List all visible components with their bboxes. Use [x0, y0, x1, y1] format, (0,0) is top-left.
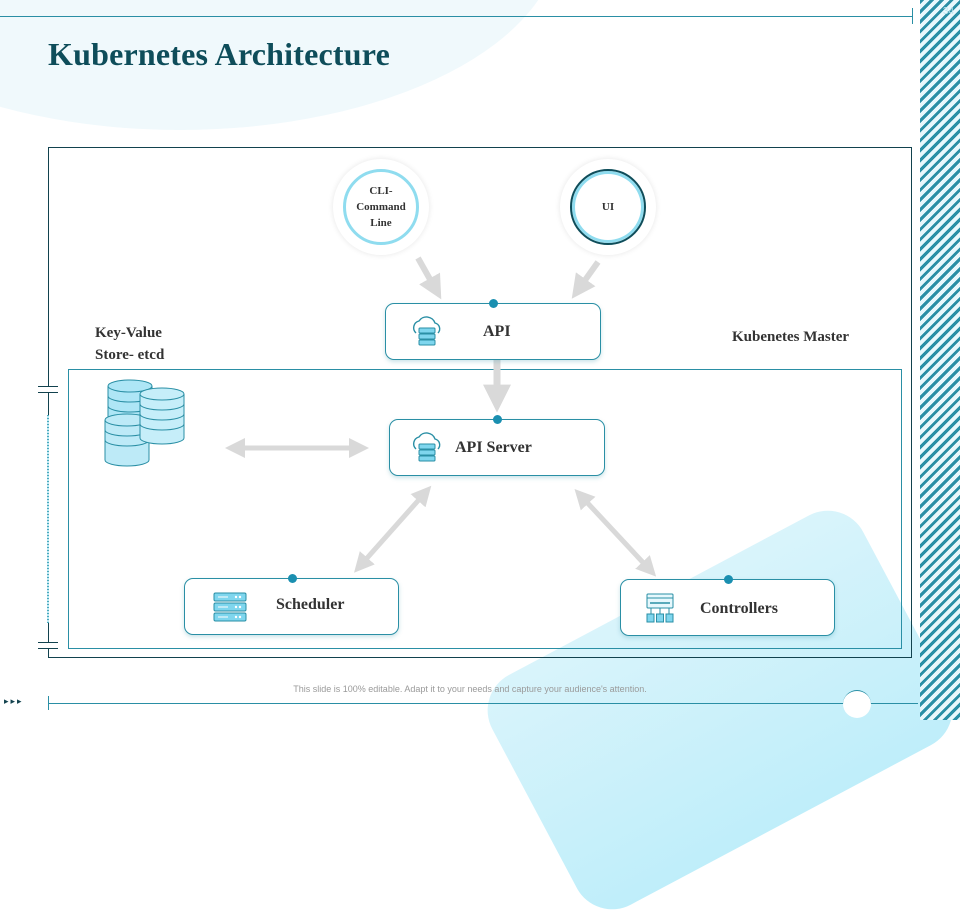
node-api-server-connector-dot: [493, 415, 502, 424]
database-stack-icon: [104, 379, 185, 467]
cloud-server-icon: [413, 432, 441, 462]
arrow-cli-to-api: [415, 256, 442, 300]
cloud-server-icon: [413, 316, 441, 346]
etcd-label-line2: Store- etcd: [95, 347, 165, 363]
client-cli-ring: CLI- Command Line: [343, 169, 419, 245]
etcd-label: Key-Value Store- etcd: [95, 322, 164, 366]
side-bracket-top: [38, 386, 58, 393]
header-rule: [0, 16, 912, 17]
node-scheduler-label: Scheduler: [276, 596, 345, 613]
cluster-boundary: [68, 369, 902, 649]
node-controllers[interactable]: Controllers: [620, 575, 835, 636]
footer-circle-ornament: [843, 690, 871, 718]
server-rack-icon: [213, 592, 247, 622]
arrow-apiserver-controllers: [574, 488, 657, 577]
connection-arrows: [224, 256, 657, 577]
page-title: Kubernetes Architecture: [48, 36, 391, 72]
etcd-label-line1: Key-Value: [95, 325, 162, 341]
node-api-server[interactable]: API Server: [389, 415, 605, 476]
client-cli-line1: CLI-: [369, 185, 393, 197]
footer-caption: This slide is 100% editable. Adapt it to…: [293, 684, 647, 694]
node-api-connector-dot: [489, 299, 498, 308]
header-rule-tick: [912, 8, 913, 24]
node-api-label: API: [483, 323, 511, 340]
client-cli-line2: Command: [356, 201, 406, 213]
client-ui[interactable]: UI: [560, 159, 656, 255]
side-bracket-bottom: [38, 642, 58, 649]
slide-number: 34: [942, 6, 954, 17]
network-hierarchy-icon: [646, 593, 674, 623]
client-ui-label: UI: [601, 201, 615, 213]
master-label: Kubenetes Master: [732, 329, 850, 345]
node-controllers-label: Controllers: [700, 600, 778, 617]
footer-rule: [48, 703, 918, 704]
node-scheduler-connector-dot: [287, 574, 297, 583]
footer-nav-arrows[interactable]: ▸▸▸: [4, 697, 24, 707]
node-api-server-label: API Server: [455, 439, 532, 456]
node-scheduler[interactable]: Scheduler: [184, 574, 399, 635]
master-boundary: [48, 147, 912, 658]
client-ui-ring: UI: [570, 169, 646, 245]
node-api[interactable]: API: [385, 299, 601, 360]
client-cli-line3: Line: [370, 217, 392, 229]
client-cli[interactable]: CLI- Command Line: [333, 159, 429, 255]
decorative-stripe-band: [920, 0, 960, 720]
node-controllers-connector-dot: [723, 575, 733, 584]
side-dotted-line: [47, 415, 49, 623]
arrow-apiserver-scheduler: [354, 485, 432, 573]
arrow-ui-to-api: [571, 260, 601, 299]
